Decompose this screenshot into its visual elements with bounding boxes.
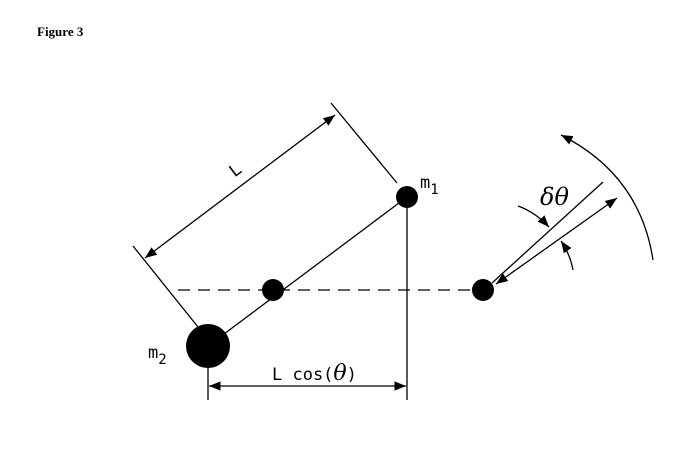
extension-line-m2	[132, 245, 199, 328]
figure-title: Figure 3	[37, 24, 84, 39]
label-delta-theta: δθ	[540, 183, 569, 211]
midpoint-mass	[262, 279, 284, 301]
mass-m1	[396, 186, 418, 208]
rod	[207, 196, 408, 347]
delta-theta-arrow-upper	[517, 205, 550, 228]
label-m1: m1	[420, 173, 439, 198]
mass-m2	[186, 324, 230, 368]
rotation-arc-arrow	[560, 134, 654, 261]
label-projection: L cos(θ)	[272, 361, 357, 386]
label-m2: m2	[148, 343, 167, 368]
length-dimension-line	[144, 114, 336, 259]
label-length: L	[226, 160, 246, 182]
extension-line-m1	[330, 102, 398, 184]
pivot-point	[472, 279, 494, 301]
displaced-direction-arrow	[495, 197, 618, 285]
delta-theta-arrow-lower	[560, 240, 574, 271]
